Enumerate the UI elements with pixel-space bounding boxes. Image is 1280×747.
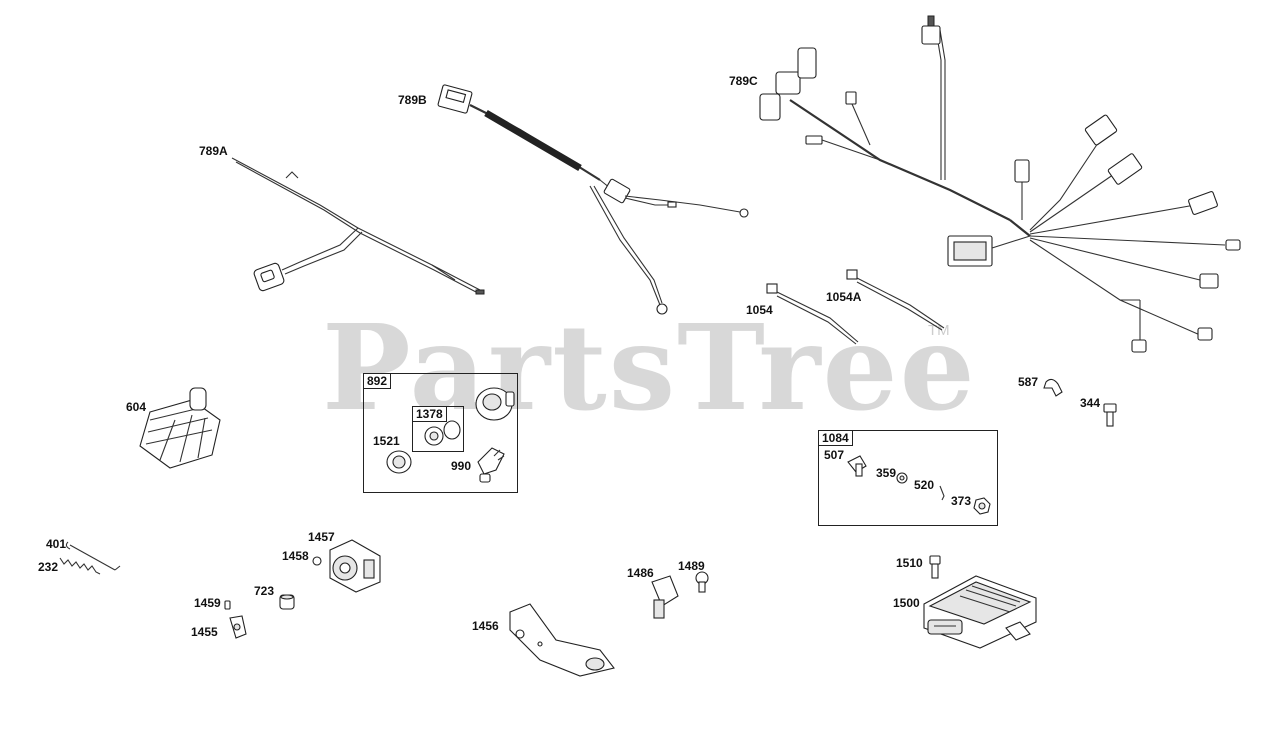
callout-1456[interactable]: 1456 bbox=[472, 619, 499, 633]
part-359-washer[interactable] bbox=[896, 472, 908, 484]
part-520-clip[interactable] bbox=[939, 485, 945, 501]
callout-604[interactable]: 604 bbox=[126, 400, 147, 414]
part-232-spring[interactable] bbox=[59, 557, 101, 575]
kit-892-box bbox=[363, 373, 518, 493]
callout-990[interactable]: 990 bbox=[451, 459, 472, 473]
callout-1457[interactable]: 1457 bbox=[308, 530, 335, 544]
callout-520[interactable]: 520 bbox=[914, 478, 935, 492]
part-401-rod[interactable] bbox=[65, 541, 121, 571]
part-1489-bolt[interactable] bbox=[695, 571, 709, 593]
part-1456-bracket[interactable] bbox=[509, 603, 615, 677]
callout-1458[interactable]: 1458 bbox=[282, 549, 309, 563]
callout-401[interactable]: 401 bbox=[46, 537, 67, 551]
callout-1500[interactable]: 1500 bbox=[893, 596, 920, 610]
part-1455-bracket[interactable] bbox=[229, 615, 247, 639]
kit-892-label[interactable]: 892 bbox=[363, 373, 392, 389]
callout-1054[interactable]: 1054 bbox=[746, 303, 773, 317]
callout-789b[interactable]: 789B bbox=[398, 93, 427, 107]
watermark-trademark: TM bbox=[928, 322, 950, 339]
callout-587[interactable]: 587 bbox=[1018, 375, 1039, 389]
harness-789a[interactable] bbox=[231, 157, 485, 295]
callout-1489[interactable]: 1489 bbox=[678, 559, 705, 573]
harness-789b[interactable] bbox=[437, 84, 749, 315]
part-990-key[interactable] bbox=[477, 447, 505, 483]
callout-1521[interactable]: 1521 bbox=[373, 434, 400, 448]
part-1500-control-module[interactable] bbox=[923, 575, 1037, 649]
part-344-bolt[interactable] bbox=[1103, 403, 1117, 427]
part-1521-nut[interactable] bbox=[386, 450, 412, 474]
kit-1084-label[interactable]: 1084 bbox=[818, 430, 853, 446]
part-723-bushing[interactable] bbox=[279, 594, 295, 610]
kit-1084-box bbox=[818, 430, 998, 526]
callout-232[interactable]: 232 bbox=[38, 560, 59, 574]
part-587-clip[interactable] bbox=[1043, 378, 1063, 397]
callout-1455[interactable]: 1455 bbox=[191, 625, 218, 639]
part-1458-screw[interactable] bbox=[312, 556, 322, 566]
kit-1378-label[interactable]: 1378 bbox=[412, 406, 447, 422]
cable-tie-1054[interactable] bbox=[766, 283, 859, 345]
part-604-cover[interactable] bbox=[139, 387, 221, 469]
cable-tie-1054a[interactable] bbox=[846, 269, 945, 331]
callout-1459[interactable]: 1459 bbox=[194, 596, 221, 610]
callout-344[interactable]: 344 bbox=[1080, 396, 1101, 410]
callout-1486[interactable]: 1486 bbox=[627, 566, 654, 580]
part-1457-motor[interactable] bbox=[329, 539, 381, 593]
callout-723[interactable]: 723 bbox=[254, 584, 275, 598]
part-507-bracket[interactable] bbox=[847, 455, 867, 477]
callout-1510[interactable]: 1510 bbox=[896, 556, 923, 570]
callout-1054a[interactable]: 1054A bbox=[826, 290, 862, 304]
part-892-ignition-switch[interactable] bbox=[475, 387, 515, 421]
callout-373[interactable]: 373 bbox=[951, 494, 972, 508]
part-1378-parts[interactable] bbox=[424, 420, 461, 446]
callout-789a[interactable]: 789A bbox=[199, 144, 228, 158]
callout-359[interactable]: 359 bbox=[876, 466, 897, 480]
part-1459-pin[interactable] bbox=[224, 600, 231, 610]
callout-507[interactable]: 507 bbox=[824, 448, 845, 462]
harness-789c[interactable] bbox=[759, 15, 1241, 353]
part-1486-sensor[interactable] bbox=[651, 575, 679, 619]
part-1510-bolt[interactable] bbox=[929, 555, 941, 579]
part-373-nut[interactable] bbox=[973, 497, 991, 515]
callout-789c[interactable]: 789C bbox=[729, 74, 758, 88]
